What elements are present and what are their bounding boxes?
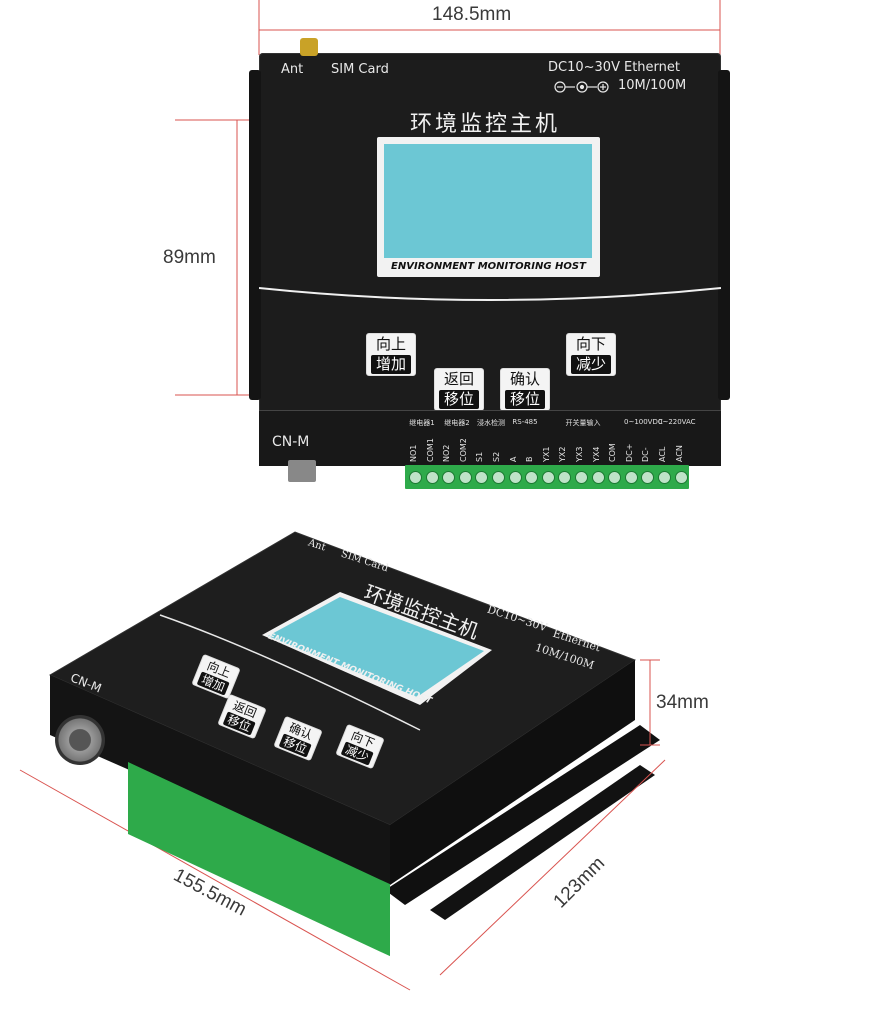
terminal-label-dc: DC+	[624, 443, 634, 462]
terminal-group-relay2: 继电器2	[444, 419, 470, 427]
cn-m-connector	[288, 460, 316, 482]
front-height-label: 89mm	[163, 247, 216, 268]
terminal-group-relay1: 继电器1	[409, 419, 435, 427]
terminal-label-yx2: YX2	[558, 446, 568, 462]
button-confirm-line1: 确认	[509, 370, 540, 388]
front-width-label: 148.5mm	[432, 4, 512, 25]
front-dimension-lines	[175, 0, 721, 396]
device-title-cn: 环境监控主机	[410, 112, 561, 137]
antenna-connector	[300, 38, 318, 56]
terminal-screw[interactable]	[641, 471, 655, 484]
terminal-screw[interactable]	[508, 471, 522, 484]
cn-m-label: CN-M	[272, 434, 310, 450]
terminal-label-a: A	[508, 456, 518, 462]
terminal-screw[interactable]	[658, 471, 671, 484]
terminal-screw[interactable]	[558, 471, 572, 484]
button-up-line2: 增加	[371, 355, 411, 374]
terminal-label-no2: NO2	[442, 444, 452, 462]
cn-m-connector-perspective	[55, 715, 105, 765]
depth-height-label: 34mm	[656, 692, 709, 713]
terminal-screw[interactable]	[591, 471, 605, 484]
terminal-label-acl: ACL	[658, 446, 667, 462]
perspective-device	[19, 531, 666, 991]
terminal-label-yx1: YX1	[541, 446, 551, 462]
terminal-screw[interactable]	[475, 471, 489, 484]
terminal-label-com: COM	[608, 443, 618, 462]
button-back[interactable]: 返回 移位	[434, 368, 484, 411]
terminal-label-s2: S2	[492, 451, 501, 462]
lower-strip	[259, 410, 721, 466]
button-up[interactable]: 向上 增加	[366, 333, 416, 376]
lcd-screen	[384, 144, 592, 258]
sim-label: SIM Card	[331, 62, 389, 77]
terminal-label-yx4: YX4	[591, 446, 601, 462]
terminal-screw[interactable]	[608, 471, 622, 484]
terminal-label-acn: ACN	[674, 445, 684, 462]
button-down-line2: 减少	[571, 355, 611, 374]
perspective-view: Ant SIM Card 环境监控主机 ENVIRONMENT MONITORI…	[0, 500, 890, 1030]
terminal-screw[interactable]	[541, 471, 555, 484]
terminal-screw[interactable]	[442, 471, 456, 484]
terminal-group-ac: 0~220VAC	[658, 418, 696, 426]
power-label: DC10~30V	[548, 60, 620, 75]
terminal-group-dc: 0~100VDC	[624, 418, 663, 426]
terminal-screw[interactable]	[409, 471, 422, 484]
front-view: 148.5mm 89mm Ant SIM Card DC10~30V Ether…	[0, 0, 890, 500]
terminal-group-switch: 开关量输入	[565, 419, 601, 427]
button-confirm-line2: 移位	[505, 390, 545, 409]
button-back-line1: 返回	[443, 370, 474, 388]
terminal-group-water: 浸水检测	[477, 419, 505, 427]
terminal-screw[interactable]	[674, 471, 688, 484]
ant-label: Ant	[281, 62, 304, 77]
terminal-screw[interactable]	[575, 471, 588, 484]
terminal-label-yx3: YX3	[575, 446, 584, 462]
button-up-line1: 向上	[375, 335, 406, 353]
button-back-line2: 移位	[439, 390, 479, 409]
button-down-line1: 向下	[575, 335, 606, 353]
device-title-en: ENVIRONMENT MONITORING HOST	[391, 261, 586, 272]
panel-curve	[259, 287, 721, 301]
ethernet-label: Ethernet	[624, 60, 680, 75]
polarity-icon	[554, 81, 609, 93]
terminal-label-b: B	[525, 456, 535, 463]
terminal-label-dc: DC-	[641, 447, 651, 462]
button-down[interactable]: 向下 减少	[566, 333, 616, 376]
terminal-screw[interactable]	[525, 471, 539, 484]
ethernet-speed: 10M/100M	[618, 78, 687, 93]
terminal-screw[interactable]	[425, 471, 439, 484]
terminal-group-rs485: RS-485	[512, 418, 538, 426]
terminal-screw[interactable]	[492, 471, 505, 484]
terminal-screw[interactable]	[624, 471, 638, 484]
mount-ear-right	[718, 70, 730, 400]
terminal-label-com2: COM2	[458, 438, 468, 462]
terminal-label-com1: COM1	[425, 438, 435, 462]
button-confirm[interactable]: 确认 移位	[500, 368, 550, 411]
terminal-screw[interactable]	[458, 471, 472, 484]
mount-ear-left	[249, 70, 261, 400]
terminal-label-no1: NO1	[409, 444, 418, 462]
terminal-label-s1: S1	[475, 451, 485, 462]
